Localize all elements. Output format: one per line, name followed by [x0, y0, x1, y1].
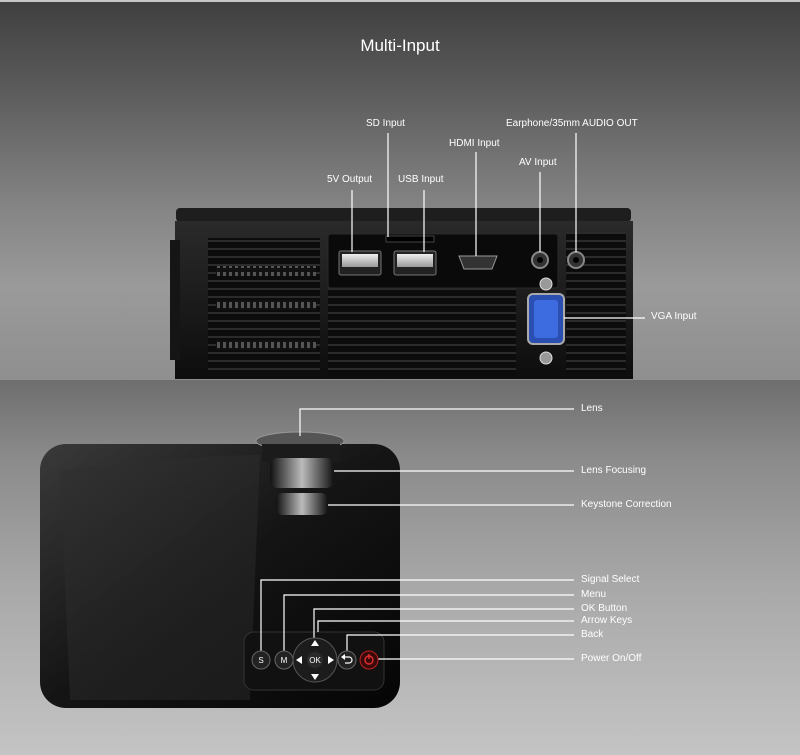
- back-icon: [343, 656, 353, 664]
- back-button[interactable]: [337, 650, 357, 670]
- keystone-label: Keystone Correction: [581, 499, 672, 510]
- page-title: Multi-Input: [360, 36, 440, 55]
- menu-text: Menu: [581, 589, 607, 600]
- back-text: Back: [581, 629, 604, 640]
- usb-port: [397, 254, 433, 267]
- menu-button-label: M: [281, 656, 288, 665]
- arrow-right-icon[interactable]: [328, 656, 334, 664]
- lens-focusing-label: Lens Focusing: [581, 465, 647, 476]
- av-input-label: AV Input: [519, 157, 557, 168]
- hdmi-input-label: HDMI Input: [449, 138, 500, 149]
- keystone-ring: [276, 493, 328, 515]
- vga-input-label: VGA Input: [651, 311, 697, 322]
- power-text: Power On/Off: [581, 653, 642, 664]
- arrow-down-icon[interactable]: [311, 674, 319, 680]
- signal-select-label: S: [258, 656, 263, 665]
- projector-rear: [170, 208, 633, 379]
- focus-ring: [270, 458, 334, 488]
- arrow-keys-text: Arrow Keys: [581, 615, 633, 626]
- sd-input-label: SD Input: [366, 118, 405, 129]
- signal-select-text: Signal Select: [581, 574, 640, 585]
- sd-slot: [385, 235, 435, 243]
- earphone-out-label: Earphone/35mm AUDIO OUT: [506, 118, 638, 129]
- control-panel: S M OK: [251, 637, 379, 683]
- power-button[interactable]: [359, 650, 379, 670]
- usb-port-5v: [342, 254, 378, 267]
- 5v-output-label: 5V Output: [327, 174, 373, 185]
- arrow-up-icon[interactable]: [311, 640, 319, 646]
- ok-button[interactable]: OK: [307, 652, 323, 668]
- hdmi-port: [458, 255, 498, 270]
- ok-button-label: OK: [309, 656, 321, 665]
- menu-button[interactable]: M: [274, 650, 294, 670]
- ok-button-text: OK Button: [581, 603, 628, 614]
- lens-label: Lens: [581, 403, 603, 414]
- usb-input-label: USB Input: [398, 174, 444, 185]
- arrow-left-icon[interactable]: [296, 656, 302, 664]
- signal-select-button[interactable]: S: [251, 650, 271, 670]
